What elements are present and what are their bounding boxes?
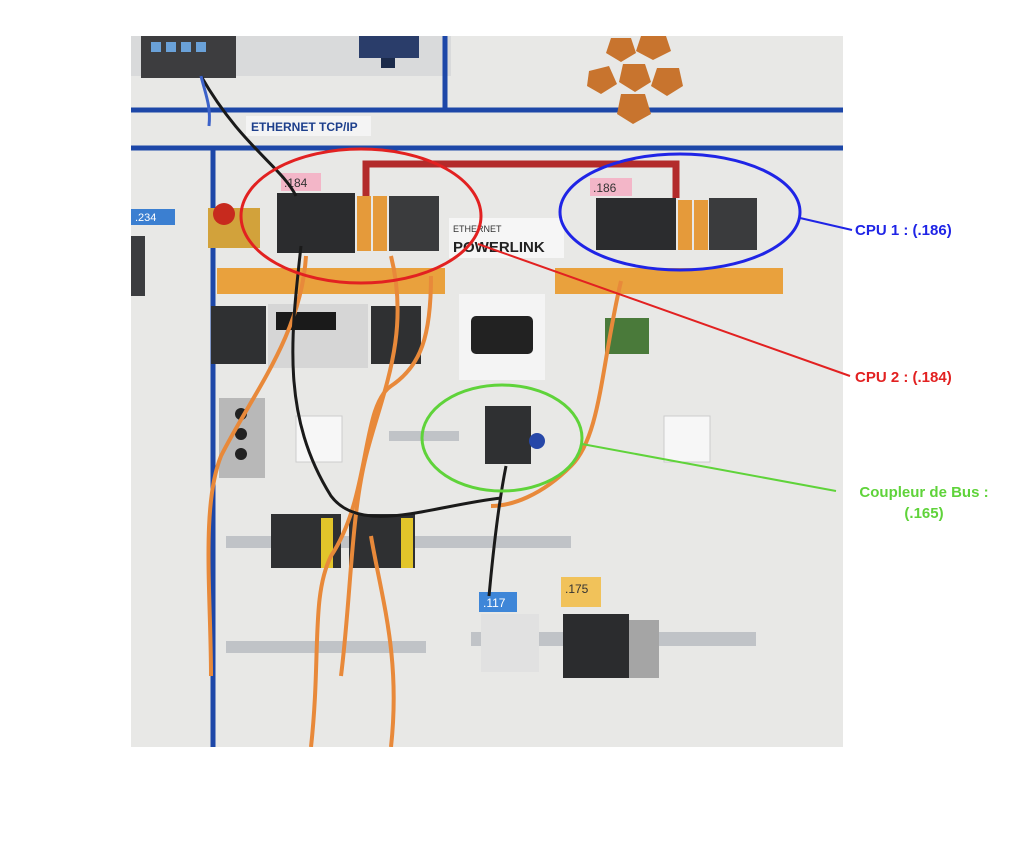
- powerlink-top: ETHERNET: [453, 224, 502, 234]
- remote-io-tag: .117: [483, 596, 506, 610]
- cpu1-module: [596, 198, 676, 250]
- wall-switch-right: [663, 415, 711, 463]
- cpu1-io-module: [709, 198, 757, 250]
- training-panel-photo: ETHERNET TCP/IP .234 .184 ETHERNET POWER…: [131, 36, 843, 747]
- cpu2-module: [277, 193, 355, 253]
- left-side-module: [131, 236, 145, 296]
- monitor: [359, 36, 419, 58]
- ethernet-label-plate: [246, 116, 371, 136]
- bus-coupler-module: [485, 406, 531, 464]
- coupler-callout-line2: (.165): [904, 505, 944, 522]
- tag-left-panel: .234: [135, 212, 156, 224]
- blue-cable: [199, 75, 211, 127]
- bottom-cpu-terminals: [629, 620, 659, 678]
- cpu1-tag: .186: [593, 181, 617, 195]
- remote-io-module: [481, 614, 539, 672]
- switch-ports: [151, 42, 206, 52]
- powerlink-bottom: POWERLINK: [453, 239, 545, 256]
- remote-io-tag-bg: [479, 592, 517, 612]
- keypad: [471, 316, 533, 354]
- cpu2-io-module: [389, 196, 439, 251]
- ethernet-label: ETHERNET TCP/IP: [251, 120, 358, 134]
- hex-badges: [587, 36, 683, 124]
- cpu1-callout: CPU 1 : (.186): [855, 222, 952, 239]
- bottom-cpu-tag-bg: [561, 577, 601, 607]
- wall-switch-left: [295, 415, 343, 463]
- tag-left-panel-bg: [131, 209, 175, 225]
- coupler-callout: Coupleur de Bus : (.165): [838, 482, 1010, 524]
- power-supply-display: [276, 312, 336, 330]
- coupler-callout-line1: Coupleur de Bus :: [859, 484, 989, 501]
- cpu2-callout: CPU 2 : (.184): [855, 369, 952, 386]
- bottom-cpu-module: [563, 614, 629, 678]
- bus-coupler-knob: [529, 433, 545, 449]
- io-module-left: [211, 306, 266, 364]
- bottom-cpu-tag: .175: [565, 582, 589, 596]
- emergency-stop-button: [213, 203, 235, 225]
